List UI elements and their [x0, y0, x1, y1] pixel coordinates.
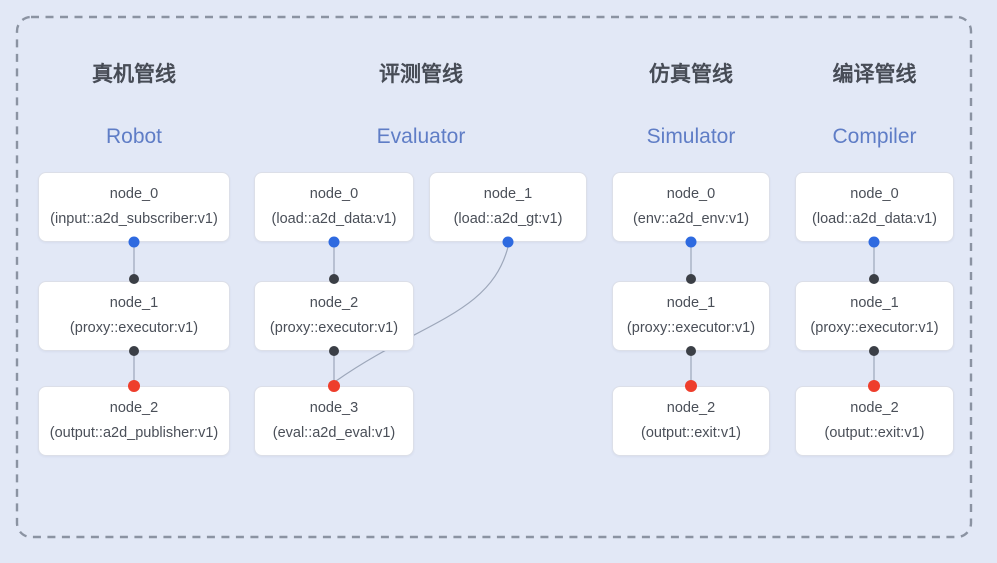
node-evaluator-0: node_0 (load::a2d_data:v1): [254, 172, 414, 242]
node-type: (output::a2d_publisher:v1): [49, 425, 219, 441]
node-type: (eval::a2d_eval:v1): [272, 425, 396, 441]
node-evaluator-3: node_3 (eval::a2d_eval:v1): [254, 386, 414, 456]
node-compiler-0: node_0 (load::a2d_data:v1): [795, 172, 954, 242]
node-type: (output::exit:v1): [641, 425, 741, 441]
pipeline-title-zh-simulator: 仿真管线: [649, 63, 733, 86]
node-type: (load::a2d_data:v1): [271, 211, 397, 227]
pipeline-title-zh-evaluator: 评测管线: [379, 63, 463, 86]
pipeline-title-en-evaluator: Evaluator: [376, 125, 466, 148]
node-robot-0: node_0 (input::a2d_subscriber:v1): [38, 172, 230, 242]
pipeline-title-zh-compiler: 编译管线: [832, 63, 917, 86]
node-compiler-1: node_1 (proxy::executor:v1): [795, 281, 954, 351]
dashed-frame: [15, 15, 973, 539]
pipeline-title-en-robot: Robot: [105, 125, 163, 148]
node-type: (input::a2d_subscriber:v1): [50, 211, 218, 227]
node-name: node_1: [850, 295, 899, 311]
node-simulator-2: node_2 (output::exit:v1): [612, 386, 770, 456]
node-name: node_3: [309, 400, 359, 416]
node-compiler-2: node_2 (output::exit:v1): [795, 386, 954, 456]
node-name: node_0: [309, 186, 359, 202]
node-type: (proxy::executor:v1): [69, 320, 199, 336]
node-name: node_2: [109, 400, 159, 416]
node-type: (output::exit:v1): [824, 425, 925, 441]
node-robot-2: node_2 (output::a2d_publisher:v1): [38, 386, 230, 456]
node-name: node_1: [109, 295, 159, 311]
node-name: node_0: [666, 186, 716, 202]
node-simulator-1: node_1 (proxy::executor:v1): [612, 281, 770, 351]
node-type: (proxy::executor:v1): [810, 320, 939, 336]
pipeline-title-en-compiler: Compiler: [832, 125, 917, 148]
node-type: (proxy::executor:v1): [269, 320, 399, 336]
node-robot-1: node_1 (proxy::executor:v1): [38, 281, 230, 351]
node-evaluator-2: node_2 (proxy::executor:v1): [254, 281, 414, 351]
node-type: (load::a2d_data:v1): [812, 211, 937, 227]
node-name: node_2: [850, 400, 899, 416]
node-name: node_0: [109, 186, 159, 202]
node-type: (proxy::executor:v1): [626, 320, 756, 336]
node-type: (env::a2d_env:v1): [632, 211, 750, 227]
node-name: node_2: [309, 295, 359, 311]
node-name: node_1: [483, 186, 533, 202]
pipeline-title-zh-robot: 真机管线: [92, 63, 176, 86]
node-name: node_1: [666, 295, 716, 311]
node-name: node_2: [666, 400, 716, 416]
node-name: node_0: [850, 186, 899, 202]
pipeline-title-en-simulator: Simulator: [646, 125, 736, 148]
node-evaluator-1: node_1 (load::a2d_gt:v1): [429, 172, 587, 242]
node-simulator-0: node_0 (env::a2d_env:v1): [612, 172, 770, 242]
node-type: (load::a2d_gt:v1): [453, 211, 563, 227]
